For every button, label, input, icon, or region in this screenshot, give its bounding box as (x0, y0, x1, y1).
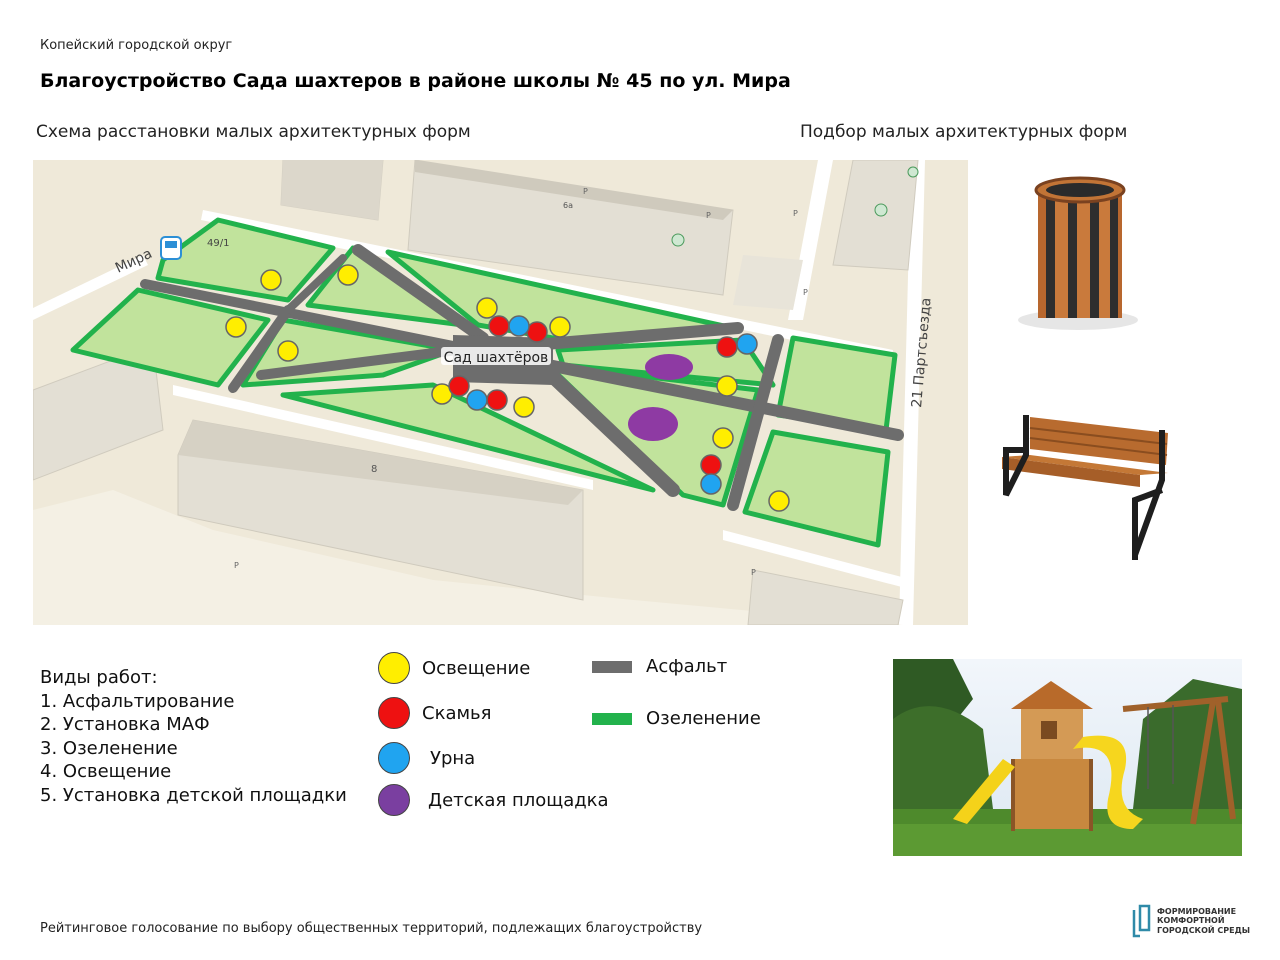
lighting-marker (476, 297, 498, 319)
bin-marker (736, 333, 758, 355)
program-logo: ФОРМИРОВАНИЕ КОМФОРТНОЙ ГОРОДСКОЙ СРЕДЫ (1130, 902, 1250, 940)
legend-playground: Детская площадка (378, 784, 609, 816)
legend-label: Детская площадка (428, 789, 609, 811)
bench-marker (486, 389, 508, 411)
playground-swatch-icon (378, 784, 410, 816)
selection-caption: Подбор малых архитектурных форм (800, 122, 1128, 142)
program-logo-icon (1132, 904, 1151, 938)
bench-marker (488, 315, 510, 337)
legend-bench: Скамья (378, 697, 492, 729)
works-item: 3. Озеленение (40, 737, 178, 759)
page-title: Благоустройство Сада шахтеров в районе ш… (40, 70, 791, 92)
lighting-marker (277, 340, 299, 362)
bin-marker (508, 315, 530, 337)
placement-scheme-map: Сад шахтёров Мира 21 Партсъезда 49/1 8 6… (33, 160, 968, 625)
bin-marker (700, 473, 722, 495)
bench-marker (448, 375, 470, 397)
bench-markers (448, 315, 738, 476)
legend-label: Озеленение (646, 708, 761, 729)
bench-swatch-icon (378, 697, 410, 729)
program-logo-text: ФОРМИРОВАНИЕ КОМФОРТНОЙ ГОРОДСКОЙ СРЕДЫ (1157, 906, 1250, 935)
parking-label: P (583, 187, 588, 196)
building-nw (281, 160, 383, 220)
street-southeast (723, 530, 913, 590)
lighting-marker (716, 375, 738, 397)
legend-label: Асфальт (646, 656, 728, 677)
trash-bin-product-image (1000, 170, 1150, 335)
lighting-markers (225, 264, 790, 512)
building-label-8: 8 (371, 464, 377, 475)
bin-markers (466, 315, 758, 495)
bench-marker (526, 321, 548, 343)
works-item: 4. Освещение (40, 761, 172, 782)
asphalt-swatch-icon (592, 660, 632, 673)
lighting-marker (260, 269, 282, 291)
lighting-marker (513, 396, 535, 418)
parking-label: P (234, 561, 239, 570)
south-area (33, 490, 903, 625)
legend-greening: Озеленение (592, 708, 761, 729)
legend-lighting: Освещение (378, 652, 530, 684)
bus-stop-icon (160, 236, 182, 260)
parking-label: P (706, 211, 711, 220)
building-label-49-1: 49/1 (207, 238, 229, 249)
lighting-marker (549, 316, 571, 338)
park-label: Сад шахтёров (444, 350, 549, 366)
works-heading: Виды работ: (40, 667, 158, 688)
works-item: 1. Асфальтирование (40, 690, 235, 712)
legend-label: Скамья (422, 702, 492, 724)
building-label-6a: 6а (563, 201, 573, 210)
street-mira (33, 255, 148, 320)
building-se (747, 569, 904, 625)
works-list: Виды работ: 1. Асфальтирование 2. Устано… (40, 666, 347, 807)
playground-set-product-image (893, 659, 1242, 856)
buildings (33, 160, 919, 625)
district-name: Копейский городской округ (40, 38, 233, 53)
street-partsyezda (899, 160, 925, 625)
legend-bin: Урна (378, 742, 475, 774)
works-item: 2. Установка МАФ (40, 714, 210, 735)
scheme-caption: Схема расстановки малых архитектурных фо… (36, 122, 471, 142)
bench-product-image (990, 405, 1175, 565)
footer-text: Рейтинговое голосование по выбору общест… (40, 921, 703, 936)
legend-label: Урна (430, 747, 476, 769)
greening-swatch-icon (592, 712, 632, 725)
lighting-marker (337, 264, 359, 286)
building-ne (832, 160, 919, 271)
bin-swatch-icon (378, 742, 410, 774)
playground-zone (645, 354, 693, 380)
legend-label: Освещение (422, 657, 531, 679)
bench-marker (716, 336, 738, 358)
lighting-marker (225, 316, 247, 338)
lighting-swatch-icon (378, 652, 410, 684)
building-small (733, 255, 803, 310)
poi-icon (671, 166, 919, 247)
parking-label: P (751, 568, 756, 577)
building-6a (407, 160, 734, 296)
street-north-lane (788, 160, 833, 320)
lighting-marker (768, 490, 790, 512)
legend-asphalt: Асфальт (592, 656, 727, 677)
playground-zone (628, 407, 678, 441)
parking-label: P (793, 209, 798, 218)
bench-marker (700, 454, 722, 476)
parking-label: P (803, 288, 808, 297)
street-south (173, 385, 593, 490)
bin-marker (466, 389, 488, 411)
lighting-marker (712, 427, 734, 449)
works-item: 5. Установка детской площадки (40, 784, 347, 806)
